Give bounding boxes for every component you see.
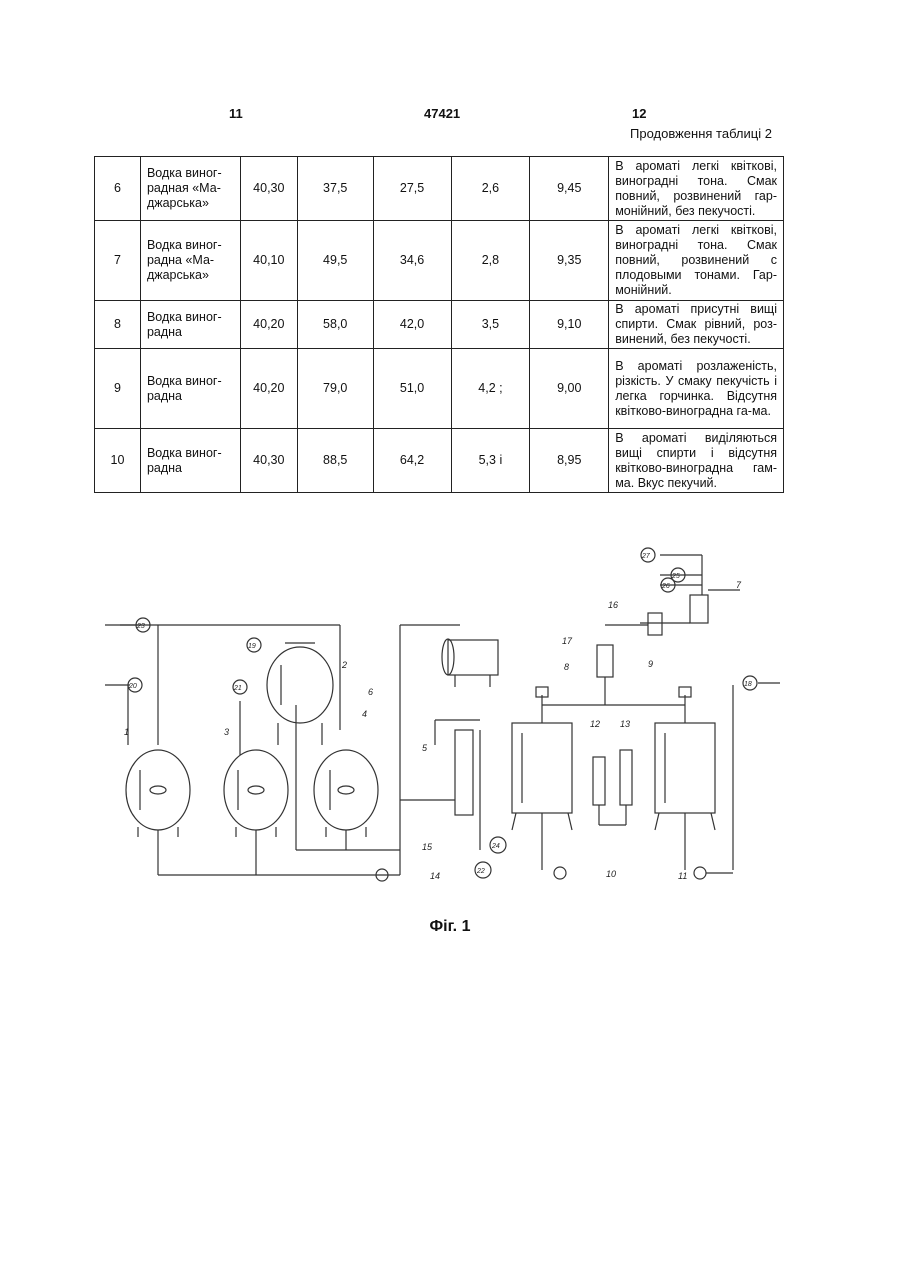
label-8: 8: [564, 662, 569, 672]
pump-11: [694, 867, 706, 879]
cell-value: 9,10: [530, 301, 609, 349]
tasting-description: В ароматі присутні вищі спирти. Смак рів…: [609, 301, 784, 349]
bubble-label-30: 21: [233, 685, 242, 692]
cell-value: 4,2 ;: [451, 349, 530, 429]
bubble-label-19: 19: [248, 643, 256, 650]
label-15: 15: [422, 842, 433, 852]
label-17: 17: [562, 636, 573, 646]
dosing-unit-17: [597, 645, 613, 677]
row-number: 8: [95, 301, 141, 349]
cell-value: 37,5: [297, 157, 373, 221]
label-10: 10: [606, 869, 616, 879]
product-name: Водка виног-радна «Ма-джарська»: [140, 221, 240, 301]
table-row: 8 Водка виног-радна 40,20 58,0 42,0 3,5 …: [95, 301, 784, 349]
row-number: 7: [95, 221, 141, 301]
product-name: Водка виног-радна: [140, 301, 240, 349]
cell-value: 40,20: [240, 349, 297, 429]
label-2: 2: [341, 660, 347, 670]
page-number-right: 12: [632, 106, 646, 121]
cell-value: 34,6: [373, 221, 451, 301]
table-row: 6 Водка виног-радная «Ма-джарська» 40,30…: [95, 157, 784, 221]
table-row: 7 Водка виног-радна «Ма-джарська» 40,10 …: [95, 221, 784, 301]
product-name: Водка виног-радна: [140, 349, 240, 429]
label-7: 7: [736, 580, 742, 590]
tasting-description: В ароматі легкі квіткові, виноградні тон…: [609, 157, 784, 221]
cell-value: 9,35: [530, 221, 609, 301]
cell-value: 9,45: [530, 157, 609, 221]
tank-3: [224, 750, 288, 830]
label-11: 11: [678, 871, 687, 881]
bubble-label-34: 18: [744, 681, 752, 688]
bubble-label-35: 25: [671, 573, 680, 580]
tasting-description: В ароматі легкі квіткові, виноградні тон…: [609, 221, 784, 301]
dosing-unit-16: [648, 613, 662, 635]
tank-2: [267, 647, 333, 723]
cell-value: 64,2: [373, 429, 451, 493]
cell-value: 2,6: [451, 157, 530, 221]
bubble-label-23: 23: [136, 623, 145, 630]
label-14: 14: [430, 871, 440, 881]
pump-10: [554, 867, 566, 879]
column-5: [455, 730, 473, 815]
cell-value: 5,3 і: [451, 429, 530, 493]
cell-value: 79,0: [297, 349, 373, 429]
reactor-8: [512, 723, 572, 813]
cell-value: 58,0: [297, 301, 373, 349]
product-name: Водка виног-радна: [140, 429, 240, 493]
tasting-description: В ароматі розлаженість, різкість. У смак…: [609, 349, 784, 429]
table-row: 9 Водка виног-радна 40,20 79,0 51,0 4,2 …: [95, 349, 784, 429]
cell-value: 3,5: [451, 301, 530, 349]
label-13: 13: [620, 719, 630, 729]
tank-1: [126, 750, 190, 830]
process-flow-diagram: 1 2 3 4 5 6 7 8 9 10 11 12 13 14 15 16 1…: [100, 505, 790, 915]
cell-value: 42,0: [373, 301, 451, 349]
label-9: 9: [648, 659, 653, 669]
cell-value: 27,5: [373, 157, 451, 221]
cell-value: 40,30: [240, 429, 297, 493]
bubble-label-36: 26: [661, 583, 670, 590]
cell-value: 8,95: [530, 429, 609, 493]
page-number-left: 11: [229, 106, 243, 121]
label-4: 4: [362, 709, 367, 719]
instrument-bubbles: [128, 548, 757, 694]
label-1: 1: [124, 727, 129, 737]
label-5: 5: [422, 743, 428, 753]
row-number: 9: [95, 349, 141, 429]
label-16: 16: [608, 600, 618, 610]
table-row: 10 Водка виног-радна 40,30 88,5 64,2 5,3…: [95, 429, 784, 493]
label-6: 6: [368, 687, 373, 697]
data-table: 6 Водка виног-радная «Ма-джарська» 40,30…: [94, 156, 784, 493]
tasting-description: В ароматі виділяються вищі спирти і відс…: [609, 429, 784, 493]
cell-value: 51,0: [373, 349, 451, 429]
cell-value: 49,5: [297, 221, 373, 301]
heat-exchanger-6: [448, 640, 498, 675]
bubble-label-29: 20: [128, 683, 137, 690]
table-continuation-label: Продовження таблиці 2: [630, 126, 772, 141]
reactor-9: [655, 723, 715, 813]
label-12: 12: [590, 719, 600, 729]
vessel-13: [620, 750, 632, 805]
bubble-label-32: 24: [491, 843, 500, 850]
cell-value: 88,5: [297, 429, 373, 493]
label-3: 3: [224, 727, 229, 737]
cell-value: 40,20: [240, 301, 297, 349]
cell-value: 9,00: [530, 349, 609, 429]
patent-number: 47421: [424, 106, 460, 121]
bubble-label-31: 22: [476, 868, 485, 875]
tank-4: [314, 750, 378, 830]
bubble-label-37: 27: [641, 553, 651, 560]
figure-caption: Фіг. 1: [0, 918, 900, 936]
row-number: 10: [95, 429, 141, 493]
dosing-unit-7: [690, 595, 708, 623]
vessel-12: [593, 757, 605, 805]
cell-value: 40,30: [240, 157, 297, 221]
product-name: Водка виног-радная «Ма-джарська»: [140, 157, 240, 221]
cell-value: 2,8: [451, 221, 530, 301]
cell-value: 40,10: [240, 221, 297, 301]
row-number: 6: [95, 157, 141, 221]
